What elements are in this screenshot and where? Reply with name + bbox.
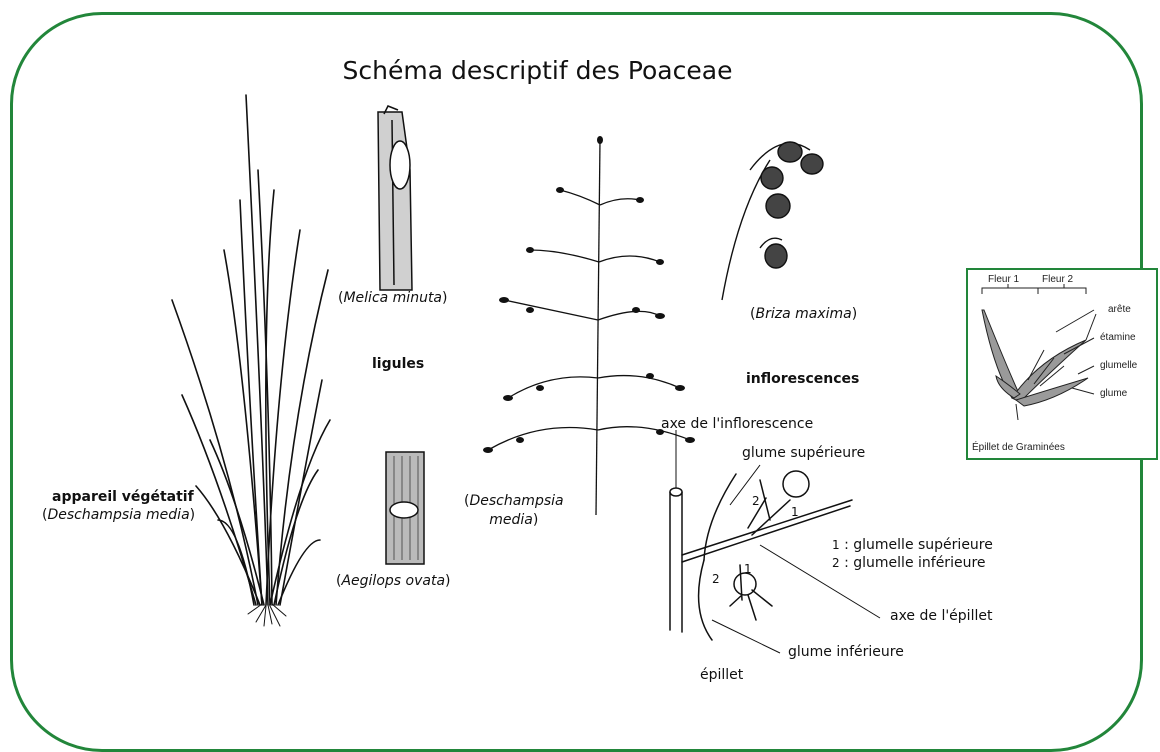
spikelet-inset-panel: Fleur 1 Fleur 2 arête étamine glumelle g… [966, 268, 1158, 460]
lower-glume-label: glume inférieure [788, 643, 904, 662]
briza-species: Briza maxima [755, 306, 851, 322]
inset-flower-2: Fleur 2 [1042, 274, 1073, 285]
inset-arete: arête [1108, 304, 1131, 315]
roots-illustration [248, 604, 286, 626]
legend-glumelle-superieure: 1 : glumelle supérieure [832, 536, 993, 555]
vegetative-species-label: (Deschampsia media) [42, 506, 195, 525]
briza-label: (Briza maxima) [750, 305, 857, 324]
panicle-spikelets [483, 136, 695, 453]
marker-1-lower: 1 [744, 560, 752, 579]
aegilops-species: Aegilops ovata [341, 573, 445, 589]
marker-2-lower: 2 [712, 570, 720, 589]
inset-glumelle: glumelle [1100, 360, 1137, 371]
melica-species: Melica minuta [343, 290, 442, 306]
vegetative-species: Deschampsia media [47, 507, 189, 523]
marker-1-upper: 1 [791, 503, 799, 522]
axis-inflorescence-label: axe de l'inflorescence [661, 415, 813, 434]
melica-label: (Melica minuta) [338, 289, 447, 308]
ligule-aegilops-illustration [386, 452, 424, 564]
ligule-melica-illustration [378, 106, 412, 290]
upper-glume-label: glume supérieure [742, 444, 865, 463]
ligules-heading: ligules [372, 355, 424, 374]
inset-glume: glume [1100, 388, 1127, 399]
panicle-deschampsia-illustration [488, 140, 690, 515]
inset-flower-1: Fleur 1 [988, 274, 1019, 285]
spikelet-label: épillet [700, 666, 743, 685]
legend-glumelle-inferieure: 2 : glumelle inférieure [832, 554, 986, 573]
spikelet-axis-label: axe de l'épillet [890, 607, 992, 626]
marker-2-upper: 2 [752, 492, 760, 511]
inset-etamine: étamine [1100, 332, 1136, 343]
grass-tuft-illustration [172, 95, 330, 605]
inset-caption: Épillet de Graminées [972, 442, 1065, 453]
vegetative-heading: appareil végétatif [52, 488, 194, 507]
briza-maxima-illustration [722, 142, 823, 300]
aegilops-label: (Aegilops ovata) [336, 572, 451, 591]
spikelet-diagram [670, 471, 852, 640]
inflorescences-heading: inflorescences [746, 370, 859, 389]
